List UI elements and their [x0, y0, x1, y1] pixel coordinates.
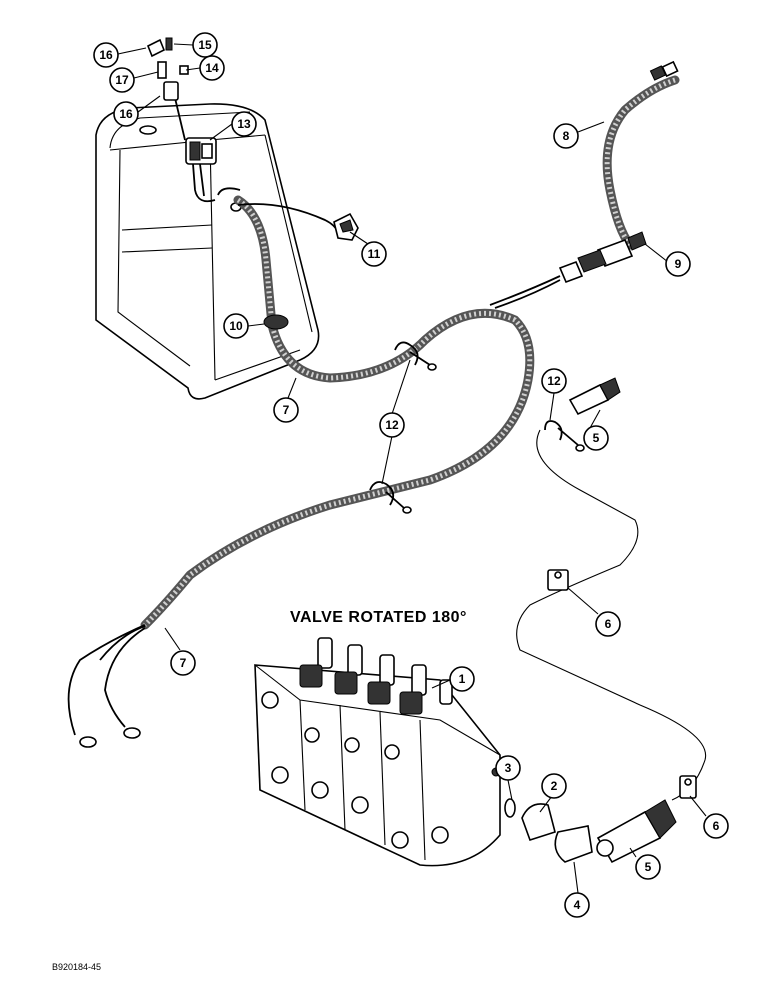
callout-9: 9 — [665, 251, 691, 277]
svg-text:6: 6 — [713, 819, 720, 833]
svg-text:14: 14 — [205, 61, 219, 75]
sender-harness — [489, 60, 680, 309]
svg-text:10: 10 — [229, 319, 243, 333]
figure-code: B920184-45 — [52, 962, 101, 972]
svg-text:12: 12 — [547, 374, 561, 388]
svg-text:15: 15 — [198, 38, 212, 52]
svg-text:6: 6 — [605, 617, 612, 631]
callout-10: 10 — [223, 313, 249, 339]
svg-text:11: 11 — [368, 247, 381, 261]
connector-clip — [333, 212, 359, 241]
valve-fittings — [504, 798, 677, 864]
valve-caption: VALVE ROTATED 180° — [290, 609, 467, 626]
control-console — [95, 103, 320, 400]
sender-line — [516, 377, 707, 801]
svg-text:3: 3 — [505, 761, 512, 775]
callout-17: 17 — [109, 67, 135, 93]
svg-text:13: 13 — [237, 117, 251, 131]
svg-text:7: 7 — [283, 403, 290, 417]
callout-7-lower: 7 — [170, 650, 196, 676]
callout-7-upper: 7 — [273, 397, 299, 423]
leader-lines — [117, 43, 707, 894]
callout-6-lower: 6 — [703, 813, 729, 839]
callout-3: 3 — [495, 755, 521, 781]
callout-12-harness: 12 — [379, 412, 405, 438]
control-valve — [254, 637, 501, 867]
callout-4: 4 — [564, 892, 590, 918]
callout-16-upper: 16 — [93, 42, 119, 68]
svg-text:7: 7 — [180, 656, 187, 670]
svg-text:16: 16 — [99, 48, 113, 62]
svg-text:12: 12 — [385, 418, 399, 432]
svg-text:1: 1 — [459, 672, 466, 686]
svg-text:9: 9 — [675, 257, 682, 271]
callout-2: 2 — [541, 773, 567, 799]
callout-5-lower: 5 — [635, 854, 661, 880]
svg-text:16: 16 — [119, 107, 133, 121]
callout-14: 14 — [199, 55, 225, 81]
callout-15: 15 — [192, 32, 218, 58]
harness-pigtail — [67, 624, 146, 748]
callout-8: 8 — [553, 123, 579, 149]
svg-text:5: 5 — [593, 431, 600, 445]
svg-text:4: 4 — [574, 898, 581, 912]
callout-6-upper: 6 — [595, 611, 621, 637]
callout-5-upper: 5 — [583, 425, 609, 451]
switch-assembly — [146, 37, 217, 203]
callout-16-lower: 16 — [113, 101, 139, 127]
callout-1: 1 — [449, 666, 475, 692]
svg-text:2: 2 — [551, 779, 558, 793]
svg-text:5: 5 — [645, 860, 652, 874]
svg-text:8: 8 — [563, 129, 570, 143]
harness-clamp-upper — [394, 341, 437, 371]
main-wiring-harness — [140, 187, 535, 630]
harness-clamp-lower — [369, 481, 412, 514]
svg-text:17: 17 — [115, 73, 129, 87]
callout-11: 11 — [361, 241, 387, 267]
callout-13: 13 — [231, 111, 257, 137]
callout-12-sender: 12 — [541, 368, 567, 394]
